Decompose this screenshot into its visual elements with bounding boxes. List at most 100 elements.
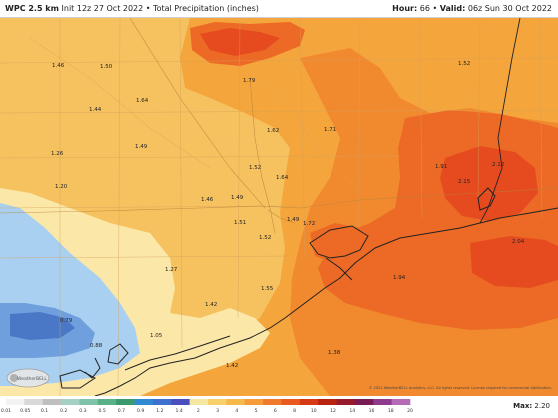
value-label: 1.44: [89, 107, 102, 113]
product-name: Total Precipitation (inches): [153, 4, 259, 13]
value-label: 1.42: [205, 302, 217, 308]
legend-tick-label: 5: [255, 408, 258, 414]
weatherbell-logo: WeatherBELL: [5, 366, 51, 390]
legend-tick-label: 0.2: [60, 408, 67, 414]
legend-tick-label: 10: [311, 408, 317, 414]
value-label: 1.52: [458, 61, 470, 67]
value-label: 1.05: [150, 333, 163, 339]
county-boundaries: [0, 18, 558, 396]
legend-swatch: [281, 399, 301, 405]
legend-tick-label: 4: [235, 408, 238, 414]
value-label: 1.51: [234, 220, 246, 226]
legend-tick-label: 8: [293, 408, 296, 414]
value-label: 1.49: [287, 217, 300, 223]
legend-swatch: [373, 399, 392, 405]
coastline: [59, 187, 558, 396]
value-label: 2.12: [492, 162, 504, 168]
copyright-credit: © 2022 WeatherBELL Analytics, LLC. All r…: [368, 386, 552, 390]
legend-swatch: [336, 399, 356, 405]
legend-swatch: [226, 399, 246, 405]
value-label: 2.15: [458, 179, 471, 185]
map-title: WPC 2.5 km Init 12z 27 Oct 2022 • Total …: [5, 0, 259, 17]
value-label: 1.71: [324, 127, 336, 133]
svg-text:WeatherBELL: WeatherBELL: [17, 376, 47, 382]
legend-swatch: [171, 399, 190, 405]
value-label: 1.94: [393, 275, 406, 281]
legend-tick-label: 0.9: [137, 408, 144, 414]
value-label: 1.52: [259, 235, 271, 241]
legend-swatch: [97, 399, 117, 405]
legend-tick-label: 14: [349, 408, 355, 414]
precip-zone-dark-blue: [10, 312, 75, 340]
value-label: 2.04: [512, 239, 525, 245]
legend-swatch: [6, 399, 25, 405]
value-label: 1.50: [100, 64, 113, 70]
legend-tick-label: 20: [407, 408, 413, 414]
legend-swatch: [263, 399, 282, 405]
legend-tick-label: 0.7: [118, 408, 125, 414]
legend-tick-label: 0.05: [20, 408, 30, 414]
legend-swatch: [61, 399, 80, 405]
hour-value: 66: [419, 4, 430, 13]
legend-swatch: [134, 399, 154, 405]
highways: [0, 18, 558, 234]
value-label: 1.46: [201, 197, 214, 203]
value-label: 1.52: [249, 165, 261, 171]
value-label: 0.88: [90, 343, 103, 349]
precip-zone-red-core: [440, 146, 538, 221]
state-border: [479, 18, 521, 224]
value-label: 1.26: [51, 151, 64, 157]
max-number: 2.20: [534, 402, 550, 410]
title-separator: •: [145, 4, 151, 13]
value-label: 1.49: [135, 144, 148, 150]
value-label: 1.79: [243, 78, 256, 84]
legend-swatches: [6, 399, 411, 405]
legend-tick-label: 1.2: [156, 408, 163, 414]
hour-label: Hour:: [392, 4, 418, 13]
value-label: 1.42: [226, 363, 238, 369]
value-label: 1.20: [55, 184, 68, 190]
value-label: 1.62: [267, 128, 279, 134]
value-label: 1.64: [276, 175, 289, 181]
max-value: Max: 2.20: [513, 402, 550, 410]
value-label: 1.38: [328, 350, 341, 356]
map-header: WPC 2.5 km Init 12z 27 Oct 2022 • Total …: [0, 0, 558, 18]
legend-swatch: [116, 399, 135, 405]
max-label: Max:: [513, 402, 533, 410]
legend-tick-label: 3: [216, 408, 219, 414]
legend-tick-label: 1.4: [175, 408, 182, 414]
model-name: WPC 2.5 km: [5, 4, 59, 13]
valid-time: Hour: 66 • Valid: 06z Sun 30 Oct 2022: [392, 0, 552, 17]
value-label: 1.27: [165, 267, 178, 273]
legend-swatch: [244, 399, 264, 405]
value-label: 1.55: [261, 286, 274, 292]
legend-tick-label: 16: [369, 408, 375, 414]
valid-value: 06z Sun 30 Oct 2022: [467, 4, 552, 13]
title-separator: •: [432, 4, 438, 13]
legend-swatch: [208, 399, 227, 405]
legend-tick-label: 0.01: [1, 408, 11, 414]
legend-tick-label: 0.3: [79, 408, 86, 414]
legend-tick-label: 18: [388, 408, 394, 414]
value-label: 1.72: [303, 221, 315, 227]
legend-tick-label: 6: [274, 408, 277, 414]
precip-zone-red-southeast: [470, 236, 558, 288]
value-label: 1.49: [231, 195, 244, 201]
legend-tick-label: 12: [330, 408, 336, 414]
legend-swatch: [152, 399, 172, 405]
legend-tick-label: 0.5: [99, 408, 106, 414]
value-label: 1.46: [52, 63, 65, 69]
legend-swatch: [189, 399, 209, 405]
value-label: 1.91: [435, 164, 447, 170]
legend-swatch: [318, 399, 337, 405]
legend-swatch: [391, 399, 411, 405]
valid-label: Valid:: [439, 4, 466, 13]
legend-swatch: [299, 399, 319, 405]
legend-swatch: [42, 399, 62, 405]
value-label: 0.79: [60, 318, 73, 324]
legend-tick-label: 0.1: [41, 408, 48, 414]
value-label: 1.64: [136, 98, 149, 104]
